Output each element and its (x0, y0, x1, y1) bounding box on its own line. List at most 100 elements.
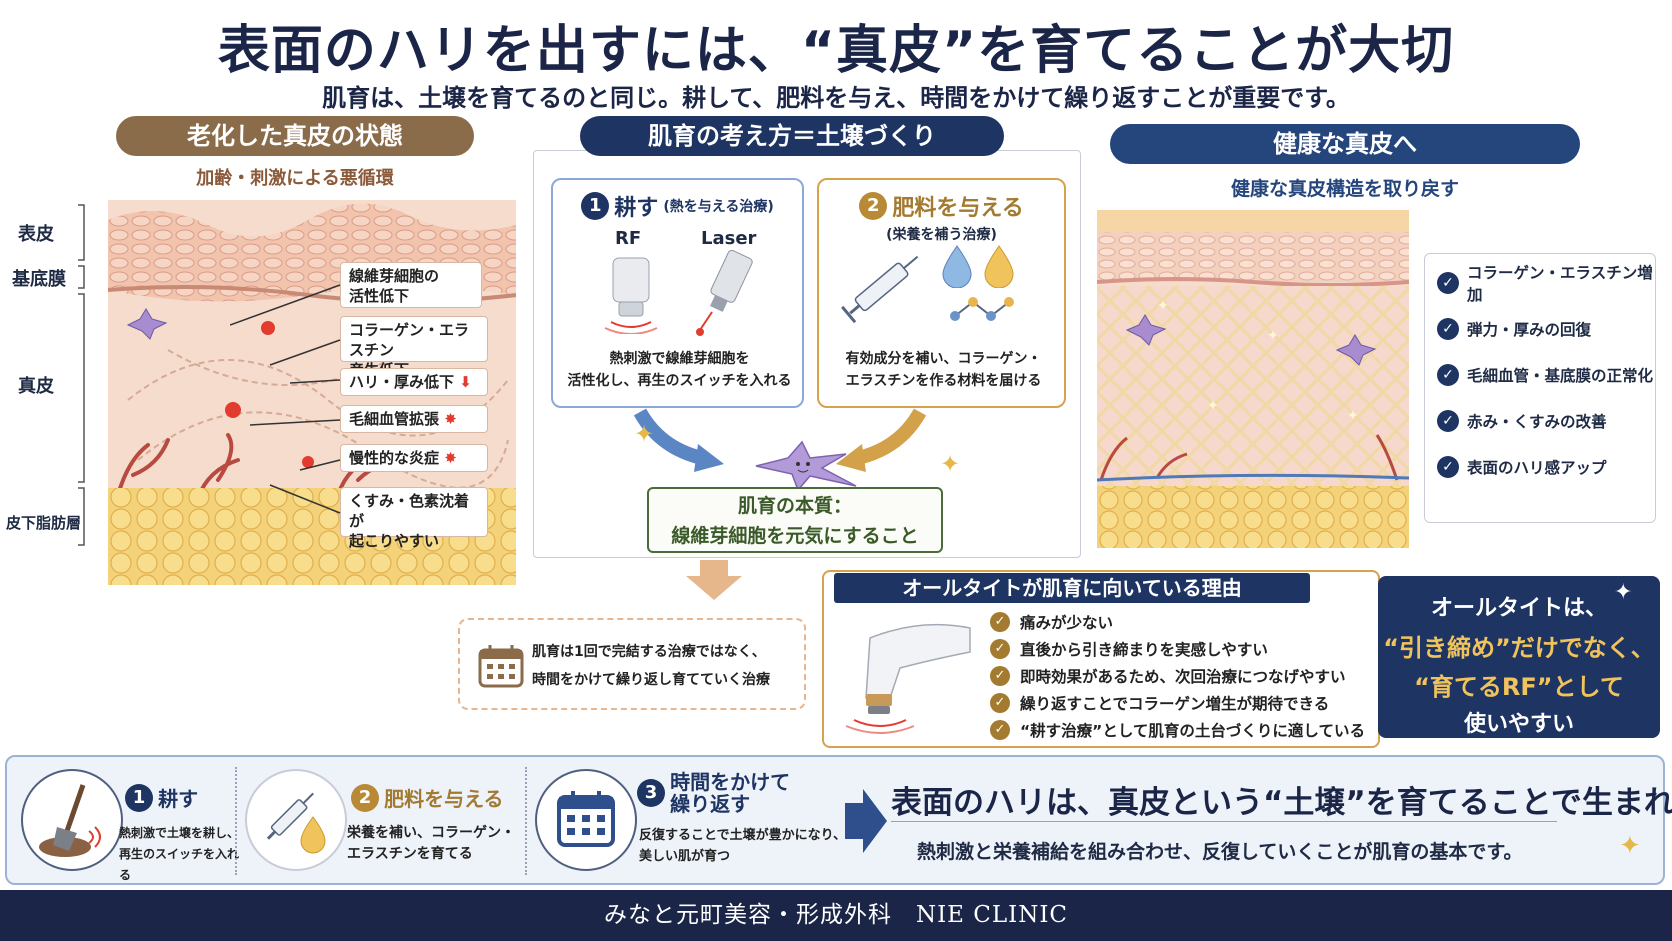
divider (891, 821, 1557, 822)
arrow-down-icon: ⬇ (459, 373, 472, 391)
step2-title: 肥料を与える (892, 196, 1024, 221)
layer-label-dermis: 真皮 (18, 376, 54, 397)
converging-arrows (633, 408, 927, 472)
layer-label-epidermis: 表皮 (18, 224, 54, 245)
step1-card: 1 耕す (熱を与える治療) RF Laser 熱刺激で線維芽細胞を 活性化し、… (551, 178, 804, 408)
syringe-drop-icon (245, 769, 347, 871)
arrow-right-icon (845, 789, 887, 853)
center-heading: 肌育の考え方＝土壌づくり (580, 116, 1004, 156)
calendar-icon (535, 769, 637, 871)
callout-capillary: 毛細血管拡張 ✸ (340, 405, 488, 433)
drop-icon (942, 245, 1014, 288)
callout-line: オールタイトは、 (1430, 596, 1607, 621)
bottom-step1-title: 耕す (158, 787, 199, 811)
bottom-step3-text: 反復することで土壌が豊かになり、 美しい肌が育つ (639, 828, 847, 864)
inflammation-icon: ✸ (444, 449, 457, 467)
bottom-step2-text: 栄養を補い、コラーゲン・ エラスチンを育てる (347, 825, 515, 862)
check-icon: ✓ (990, 665, 1010, 686)
callout-inflammation: 慢性的な炎症 ✸ (340, 444, 488, 472)
check-icon: ✓ (1437, 364, 1459, 386)
bottom-step1-number: 1 (125, 783, 153, 812)
step2-description: 有効成分を補い、コラーゲン・ エラスチンを作る材料を届ける (845, 351, 1042, 389)
step2-number: 2 (859, 192, 888, 220)
right-heading: 健康な真皮へ (1110, 124, 1580, 164)
benefits-list: ✓コラーゲン・エラスチン増加 ✓弾力・厚みの回復 ✓毛細血管・基底膜の正常化 ✓… (1424, 253, 1656, 523)
conclusion-subtext: 熱刺激と栄養補給を組み合わせ、反復していくことが肌育の基本です。 (917, 841, 1523, 863)
benefit-item: ✓赤み・くすみの改善 (1425, 398, 1655, 444)
check-icon: ✓ (1437, 456, 1459, 478)
check-icon: ✓ (1437, 410, 1459, 432)
right-subheading: 健康な真皮構造を取り戻す (1230, 178, 1459, 200)
callout-line: 使いやすい (1463, 712, 1574, 737)
sparkle-icon: ✦ (1614, 580, 1633, 605)
bottom-step1-text: 熱刺激で土壌を耕し、 再生のスイッチを入れる (119, 826, 240, 882)
note-text: 肌育は1回で完結する治療ではなく、 時間をかけて繰り返し育てていく治療 (532, 644, 770, 688)
check-icon: ✓ (990, 719, 1010, 740)
reason-heading: オールタイトが肌育に向いている理由 (834, 573, 1310, 603)
layer-label-subcutaneous: 皮下脂肪層 (6, 514, 82, 532)
shovel-icon (21, 769, 123, 871)
callout-leader-lines (230, 284, 341, 514)
page-subtitle: 肌育は、土壌を育てるのと同じ。耕して、肥料を与え、時間をかけて繰り返すことが重要… (322, 84, 1350, 112)
reason-item: ✓“耕す治療”として肌育の土台づくりに適している (990, 716, 1370, 743)
arrow-down-icon (686, 560, 742, 600)
svg-text:✦: ✦ (1207, 398, 1219, 414)
layer-label-basement: 基底膜 (12, 269, 66, 290)
inflamed-vessel-icon: ✸ (444, 410, 457, 428)
sparkle-icon: ✦ (634, 420, 655, 448)
divider (525, 767, 527, 875)
summary-band: 1 耕す 熱刺激で土壌を耕し、 再生のスイッチを入れる 2 肥料を与える 栄養を… (5, 755, 1672, 885)
left-heading: 老化した真皮の状態 (116, 116, 474, 156)
svg-text:✦: ✦ (1347, 408, 1359, 424)
laser-label: Laser (701, 228, 757, 249)
healthy-skin-illustration: ✦ ✦ ✦ ✦ (1097, 210, 1409, 548)
callout-firmness-low: ハリ・厚み低下 ⬇ (340, 368, 488, 396)
reason-item: ✓痛みが少ない (990, 608, 1370, 635)
allright-device-icon (845, 623, 971, 734)
page-title: 表面のハリを出すには、“真皮”を育てることが大切 (217, 21, 1455, 81)
check-icon: ✓ (1437, 272, 1459, 294)
svg-text:✦: ✦ (1267, 328, 1279, 344)
check-icon: ✓ (990, 638, 1010, 659)
callout-fibroblast-low: 線維芽細胞の 活性低下 (340, 262, 482, 308)
laser-device-icon (696, 250, 753, 336)
fibroblast-icon (755, 440, 857, 492)
step2-subtitle: (栄養を補う治療) (886, 227, 997, 243)
bottom-step2-number: 2 (351, 783, 379, 812)
callout-line: “引き締め”だけでなく、 (1383, 634, 1655, 662)
essence-box: 肌育の本質： 線維芽細胞を元気にすること (647, 487, 943, 553)
check-icon: ✓ (990, 611, 1010, 632)
molecule-icon (950, 297, 1014, 321)
reason-item: ✓直後から引き締まりを実感しやすい (990, 635, 1370, 662)
note-box: 肌育は1回で完結する治療ではなく、 時間をかけて繰り返し育てていく治療 (458, 618, 806, 710)
svg-text:✦: ✦ (1157, 298, 1169, 314)
bottom-step3-title: 時間をかけて 繰り返す (670, 770, 791, 816)
layer-brackets (78, 204, 85, 546)
syringe-icon (841, 255, 919, 324)
sparkle-icon: ✦ (940, 450, 961, 478)
benefit-item: ✓毛細血管・基底膜の正常化 (1425, 352, 1655, 398)
reason-item: ✓繰り返すことでコラーゲン増生が期待できる (990, 689, 1370, 716)
step1-title: 耕す (614, 196, 659, 221)
benefit-item: ✓コラーゲン・エラスチン増加 (1425, 260, 1655, 306)
calendar-icon (478, 645, 524, 688)
rf-label: RF (615, 228, 642, 249)
divider (235, 767, 237, 875)
callout-collagen-low: コラーゲン・エラスチン 産生低下 (340, 316, 488, 379)
allright-callout: オールタイトは、 “引き締め”だけでなく、 “育てるRF”として 使いやすい ✦ (1378, 576, 1660, 738)
sparkle-icon: ✦ (1619, 831, 1641, 861)
step1-description: 熱刺激で線維芽細胞を 活性化し、再生のスイッチを入れる (567, 351, 792, 389)
bottom-step2-title: 肥料を与える (384, 787, 504, 811)
conclusion-text: 表面のハリは、真皮という“土壌”を育てることで生まれる (891, 785, 1672, 821)
check-icon: ✓ (1437, 318, 1459, 340)
step1-number: 1 (581, 192, 610, 220)
benefit-item: ✓弾力・厚みの回復 (1425, 306, 1655, 352)
left-subheading: 加齢・刺激による悪循環 (196, 168, 394, 189)
step1-subtitle: (熱を与える治療) (663, 199, 774, 215)
callout-dullness: くすみ・色素沈着が 起こりやすい (340, 487, 488, 550)
step2-card: 2 肥料を与える (栄養を補う治療) 有効成分を補い、コラーゲン・ エラスチンを… (817, 178, 1066, 408)
benefit-item: ✓表面のハリ感アップ (1425, 444, 1655, 490)
check-icon: ✓ (990, 692, 1010, 713)
reason-item: ✓即時効果があるため、次回治療につなげやすい (990, 662, 1370, 689)
bottom-step3-number: 3 (637, 779, 665, 807)
